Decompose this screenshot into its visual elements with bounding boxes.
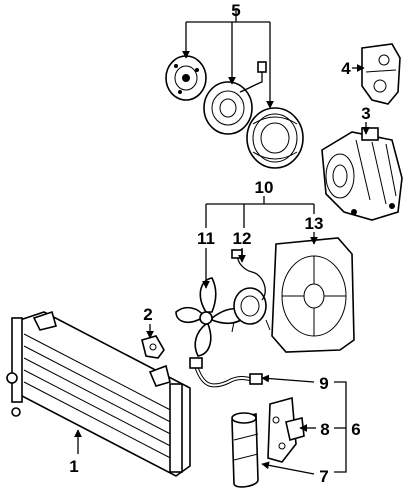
callout-8: 8	[320, 420, 329, 439]
callout-12: 12	[233, 229, 252, 248]
callout-6: 6	[351, 420, 360, 439]
clutch-hub-drawing	[165, 55, 207, 101]
condenser-drawing	[6, 310, 191, 477]
leader-lines	[74, 10, 370, 475]
callout-11: 11	[197, 229, 215, 248]
callout-10: 10	[255, 178, 274, 197]
compressor-bracket-drawing	[361, 43, 401, 105]
discharge-hose-drawing	[189, 357, 263, 388]
fan-shroud-drawing	[271, 237, 355, 353]
clutch-pulley-drawing	[246, 107, 304, 169]
clutch-coil-drawing	[203, 61, 267, 135]
callout-1: 1	[69, 457, 78, 476]
callout-2: 2	[143, 305, 152, 324]
receiver-drier-drawing	[231, 412, 259, 488]
bracket-clip-drawing	[141, 335, 165, 359]
compressor-drawing	[321, 127, 403, 221]
fan-blade-drawing	[175, 277, 247, 357]
drier-bracket-drawing	[267, 396, 305, 463]
callout-9: 9	[319, 374, 328, 393]
callout-5: 5	[231, 1, 240, 20]
callout-7: 7	[319, 467, 328, 486]
callout-4: 4	[341, 59, 351, 78]
callout-13: 13	[305, 214, 324, 233]
callout-3: 3	[361, 104, 370, 123]
